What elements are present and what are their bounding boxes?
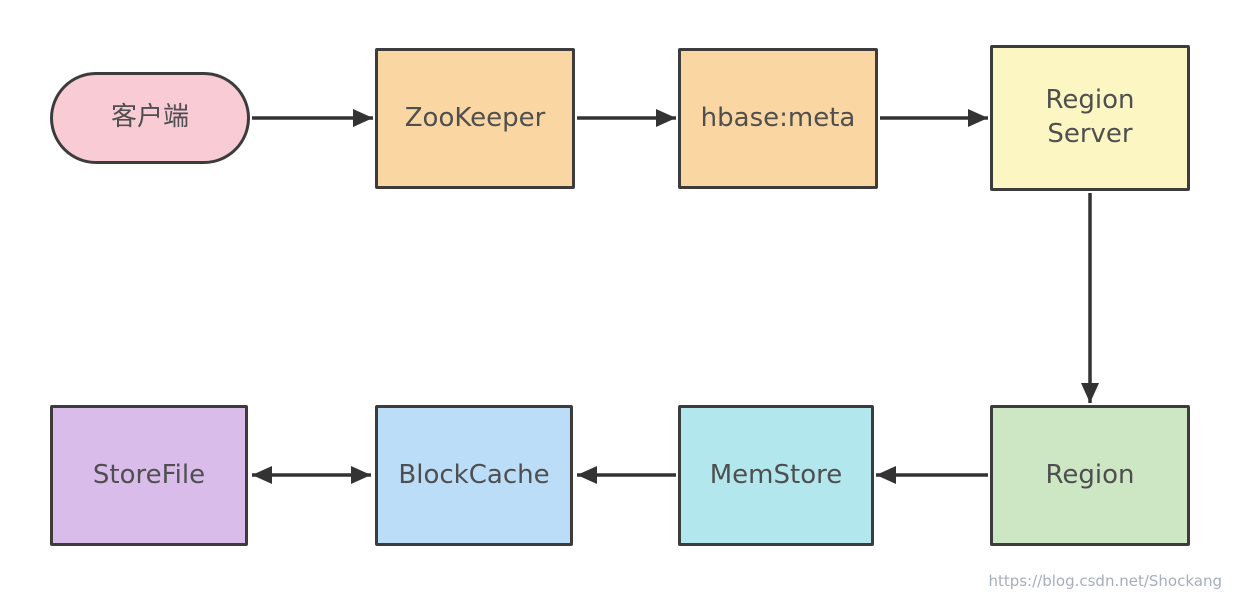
node-memstore-label: MemStore [709,459,843,490]
node-memstore: MemStore [678,405,874,546]
node-zookeeper-label: ZooKeeper [404,102,546,133]
node-client: 客户端 [50,72,250,164]
node-client-label: 客户端 [110,102,189,133]
node-region-server: Region Server [990,45,1190,191]
node-hbase-meta-label: hbase:meta [700,102,856,133]
watermark: https://blog.csdn.net/Shockang [988,572,1222,590]
node-zookeeper: ZooKeeper [375,48,575,189]
node-blockcache-label: BlockCache [398,459,550,490]
node-blockcache: BlockCache [375,405,573,546]
node-region-label: Region [1045,459,1135,490]
node-region-server-label: Region Server [1045,85,1135,149]
node-storefile-label: StoreFile [92,459,206,490]
node-region: Region [990,405,1190,546]
node-storefile: StoreFile [50,405,248,546]
node-hbase-meta: hbase:meta [678,48,878,189]
